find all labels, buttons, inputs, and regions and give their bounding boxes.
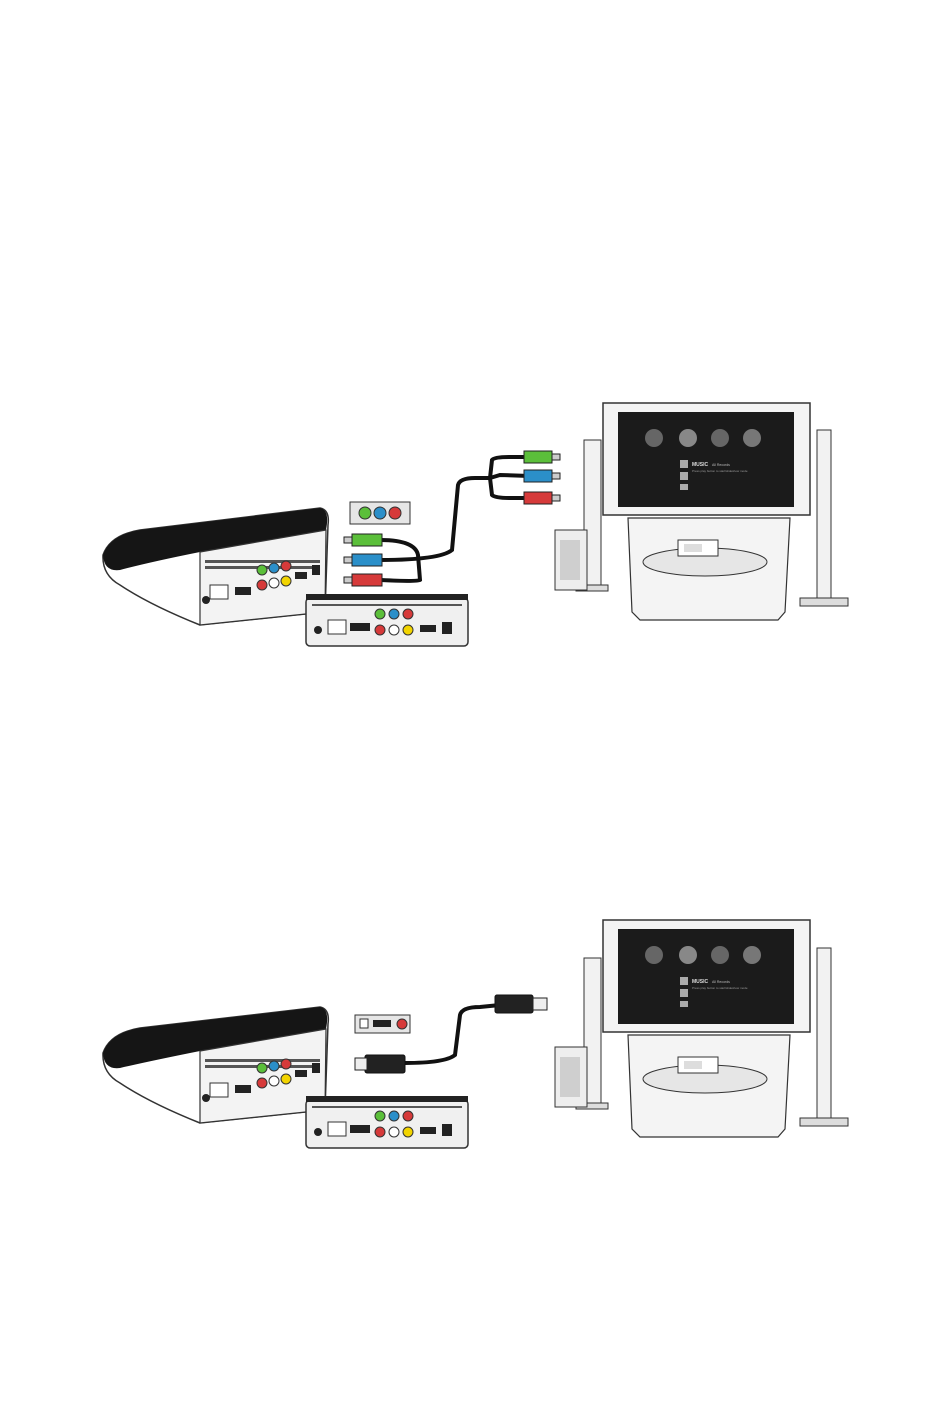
component-connection-diagram: MUSIC All Records Press play button to s… — [0, 380, 950, 680]
tv-menu-title: MUSIC — [692, 979, 709, 985]
hdmi-jack-inset — [355, 1015, 410, 1033]
tv-menu-title: MUSIC — [692, 462, 709, 468]
hdmi-connection-svg: MUSIC All Records Press play button to s… — [0, 895, 950, 1185]
tv-menu-hint: Press play button to start/slideshow mod… — [692, 469, 748, 473]
tv-menu-hint: Press play button to start/slideshow mod… — [692, 986, 748, 990]
tv-menu-sub: All Records — [712, 463, 730, 467]
home-theater: MUSIC All Records Press play button to s… — [555, 920, 848, 1137]
hdmi-connection-diagram: MUSIC All Records Press play button to s… — [0, 895, 950, 1185]
media-player-device — [103, 508, 328, 625]
tv-screen — [618, 929, 794, 1024]
home-theater: MUSIC All Records Press play button to s… — [555, 403, 848, 620]
tv-menu-sub: All Records — [712, 980, 730, 984]
hdmi-port — [235, 587, 251, 595]
media-player-device — [103, 1007, 328, 1123]
component-plugs-device — [344, 534, 382, 586]
media-player-rear-panel — [306, 594, 468, 646]
media-player-rear-panel — [306, 1096, 468, 1148]
tv-screen — [618, 412, 794, 507]
component-jack-inset — [350, 502, 410, 524]
ethernet-port — [210, 585, 228, 599]
hdmi-cable — [355, 995, 547, 1073]
component-connection-svg: MUSIC All Records Press play button to s… — [0, 380, 950, 680]
component-plugs-tv — [524, 451, 560, 504]
